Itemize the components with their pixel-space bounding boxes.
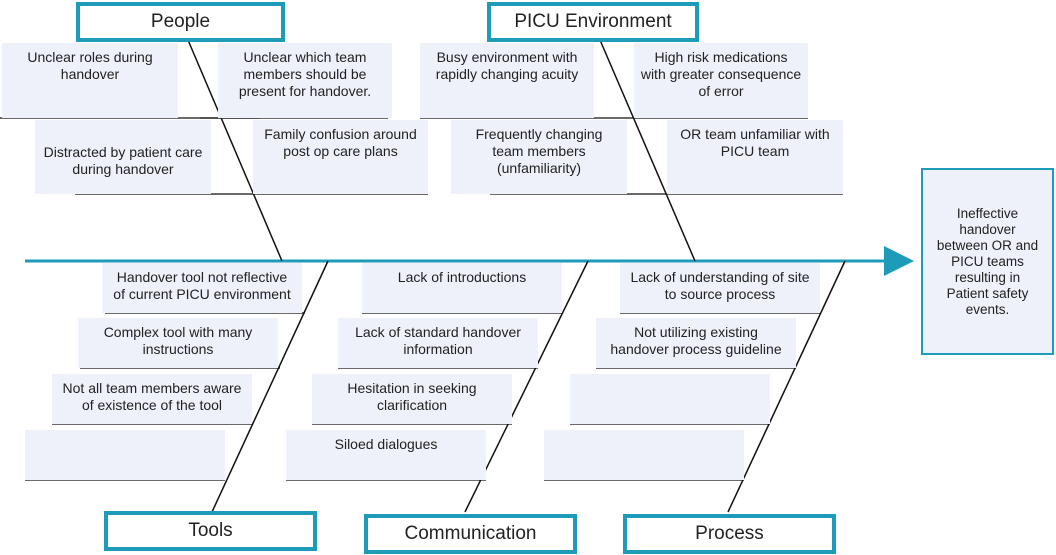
cause-tools-3: Not all team members aware of existence … <box>52 374 252 424</box>
cause-people-1: Unclear roles during handover <box>2 43 178 118</box>
cause-comm-4: Siloed dialogues <box>286 430 486 480</box>
cause-process-3 <box>570 374 770 424</box>
cause-people-2: Unclear which team members should be pre… <box>218 43 392 118</box>
cause-tools-2: Complex tool with many instructions <box>78 318 278 368</box>
cause-picu-4: OR team unfamiliar with PICU team <box>667 120 843 194</box>
cause-process-2: Not utilizing existing handover process … <box>596 318 796 368</box>
cause-picu-3: Frequently changing team members (unfami… <box>451 120 627 194</box>
category-tools: Tools <box>104 511 317 551</box>
category-process: Process <box>623 514 836 554</box>
category-people: People <box>76 2 285 42</box>
cause-picu-2: High risk medications with greater conse… <box>634 43 808 118</box>
bone-people <box>187 39 283 262</box>
category-communication: Communication <box>364 514 577 554</box>
bone-picu-environment <box>599 39 696 262</box>
cause-comm-2: Lack of standard handover information <box>338 318 538 368</box>
bone-process <box>727 260 846 513</box>
cause-picu-1: Busy environment with rapidly changing a… <box>420 43 594 118</box>
cause-people-4: Family confusion around post op care pla… <box>253 120 428 194</box>
effect-box: Ineffective handover between OR and PICU… <box>921 168 1054 355</box>
cause-comm-3: Hesitation in seeking clarification <box>312 374 512 424</box>
cause-tools-4 <box>25 430 225 480</box>
cause-process-4 <box>544 430 744 480</box>
cause-tools-1: Handover tool not reflective of current … <box>102 263 302 313</box>
cause-comm-1: Lack of introductions <box>362 263 562 313</box>
bone-tools <box>211 260 329 513</box>
cause-process-1: Lack of understanding of site to source … <box>620 263 820 313</box>
category-picu-environment: PICU Environment <box>487 2 699 42</box>
cause-people-3: Distracted by patient care during handov… <box>35 120 211 194</box>
